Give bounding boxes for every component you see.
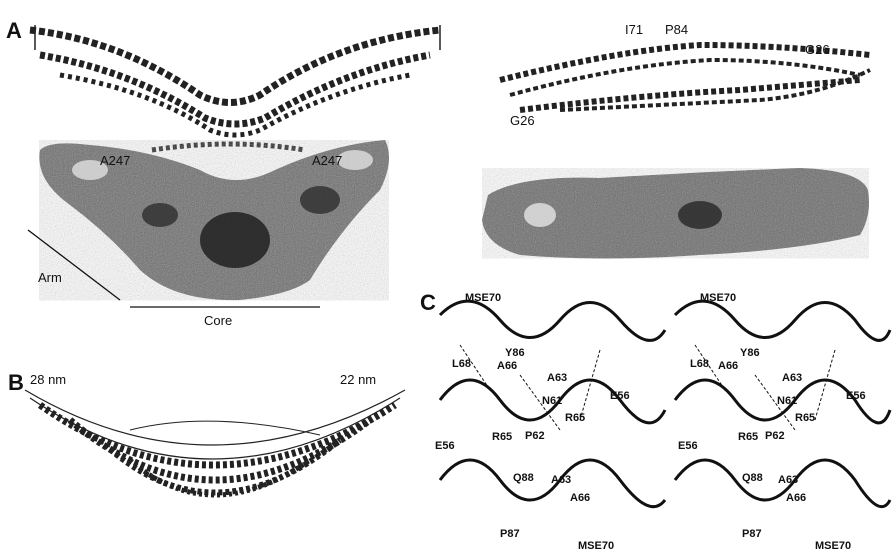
r65-right-label: R65 (565, 412, 585, 424)
r65-right-label: R65 (795, 412, 815, 424)
a63-top-label: A63 (547, 372, 567, 384)
y86-label: Y86 (740, 347, 760, 359)
g26-left-label: G26 (510, 113, 535, 128)
q88-label: Q88 (742, 472, 763, 484)
a247-helix (152, 144, 305, 150)
p84-label: P84 (665, 22, 688, 37)
a63-top-label: A63 (782, 372, 802, 384)
discoidal-particle-model (25, 390, 405, 495)
dimension-22nm-label: 22 nm (340, 372, 376, 387)
e56-left-label: E56 (678, 440, 698, 452)
ribbon-dimer-front-view (30, 25, 440, 135)
p62-label: P62 (525, 430, 545, 442)
l68-label: L68 (452, 358, 471, 370)
dimension-28nm-label: 28 nm (30, 372, 66, 387)
e56-right-label: E56 (610, 390, 630, 402)
e56-left-label: E56 (435, 440, 455, 452)
e56-right-label: E56 (846, 390, 866, 402)
n61-label: N61 (777, 395, 797, 407)
n61-label: N61 (542, 395, 562, 407)
a63-bottom-label: A63 (551, 474, 571, 486)
a66-bottom-label: A66 (570, 492, 590, 504)
q88-label: Q88 (513, 472, 534, 484)
panel-c-letter: C (420, 290, 436, 316)
a247-left-label: A247 (100, 153, 130, 168)
mse70-bottom-label: MSE70 (815, 540, 851, 552)
i71-label: I71 (625, 22, 643, 37)
a66-bottom-label: A66 (786, 492, 806, 504)
surface-dimer-side-view (482, 168, 869, 259)
panel-b-letter: B (8, 370, 24, 396)
a63-bottom-label: A63 (778, 474, 798, 486)
a66-top-label: A66 (497, 360, 517, 372)
core-label: Core (204, 313, 232, 328)
a66-top-label: A66 (718, 360, 738, 372)
p87-label: P87 (500, 528, 520, 540)
mse70-bottom-label: MSE70 (578, 540, 614, 552)
p87-label: P87 (742, 528, 762, 540)
panel-a-letter: A (6, 18, 22, 44)
a247-right-label: A247 (312, 153, 342, 168)
p62-label: P62 (765, 430, 785, 442)
r65-left-label: R65 (492, 431, 512, 443)
l68-label: L68 (690, 358, 709, 370)
mse70-top-label: MSE70 (465, 292, 501, 304)
g26-right-label: G26 (805, 42, 830, 57)
mse70-top-label: MSE70 (700, 292, 736, 304)
r65-left-label: R65 (738, 431, 758, 443)
y86-label: Y86 (505, 347, 525, 359)
arm-label: Arm (38, 270, 62, 285)
